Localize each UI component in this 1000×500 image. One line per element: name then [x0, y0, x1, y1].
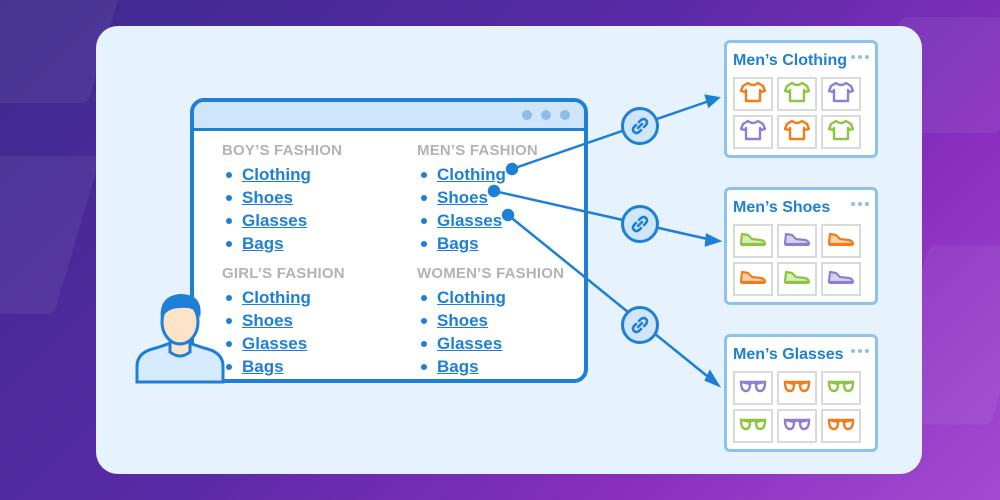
category-heading: BOY’S FASHION	[222, 142, 343, 159]
product-thumbnail[interactable]	[821, 115, 861, 149]
link-boys-bags[interactable]: Bags	[242, 234, 284, 253]
product-thumbnail[interactable]	[733, 371, 773, 405]
sneaker-icon	[827, 269, 855, 290]
product-thumbnail[interactable]	[821, 371, 861, 405]
window-dot	[541, 110, 551, 120]
product-thumbnail[interactable]	[821, 77, 861, 111]
product-thumbnail[interactable]	[777, 115, 817, 149]
glasses-icon	[783, 417, 811, 436]
sneaker-icon	[739, 269, 767, 290]
tshirt-icon	[827, 81, 855, 108]
panel-title: Men’s Shoes	[733, 199, 831, 216]
link-mens-clothing[interactable]: Clothing	[437, 165, 506, 184]
panel-title: Men’s Clothing	[733, 52, 848, 69]
list-item: Glasses	[417, 332, 584, 355]
chain-link-icon	[621, 205, 659, 243]
link-boys-glasses[interactable]: Glasses	[242, 211, 308, 230]
window-dot	[522, 110, 532, 120]
panel-mens-clothing: Men’s Clothing	[724, 40, 878, 158]
tshirt-icon	[739, 81, 767, 108]
link-boys-clothing[interactable]: Clothing	[242, 165, 311, 184]
product-thumbnail[interactable]	[821, 224, 861, 258]
list-item: Bags	[222, 355, 412, 378]
list-item: Shoes	[417, 309, 584, 332]
list-item: Bags	[417, 232, 584, 255]
panel-mens-glasses: Men’s Glasses	[724, 334, 878, 452]
category-boys: BOY’S FASHION Clothing Shoes Glasses Bag…	[222, 142, 412, 255]
glasses-icon	[739, 379, 767, 398]
tshirt-icon	[783, 81, 811, 108]
product-thumbnail[interactable]	[777, 262, 817, 296]
product-thumbnail[interactable]	[733, 262, 773, 296]
panel-window-dots	[848, 193, 869, 211]
list-item: Shoes	[417, 186, 584, 209]
link-girls-clothing[interactable]: Clothing	[242, 288, 311, 307]
category-heading: WOMEN’S FASHION	[417, 265, 565, 282]
tshirt-icon	[827, 119, 855, 146]
list-item: Glasses	[417, 209, 584, 232]
link-womens-bags[interactable]: Bags	[437, 357, 479, 376]
link-girls-shoes[interactable]: Shoes	[242, 311, 294, 330]
list-item: Bags	[417, 355, 584, 378]
product-grid	[727, 363, 875, 449]
link-womens-shoes[interactable]: Shoes	[437, 311, 489, 330]
link-mens-shoes[interactable]: Shoes	[437, 188, 489, 207]
product-grid	[727, 216, 875, 302]
panel-window-dots	[848, 340, 869, 358]
list-item: Glasses	[222, 209, 412, 232]
link-girls-bags[interactable]: Bags	[242, 357, 284, 376]
product-thumbnail[interactable]	[821, 262, 861, 296]
product-thumbnail[interactable]	[821, 409, 861, 443]
product-thumbnail[interactable]	[777, 77, 817, 111]
product-thumbnail[interactable]	[777, 371, 817, 405]
product-thumbnail[interactable]	[733, 409, 773, 443]
link-womens-clothing[interactable]: Clothing	[437, 288, 506, 307]
website-window: BOY’S FASHION Clothing Shoes Glasses Bag…	[190, 98, 588, 383]
category-womens: WOMEN’S FASHION Clothing Shoes Glasses B…	[417, 265, 584, 378]
panel-title: Men’s Glasses	[733, 346, 844, 363]
link-boys-shoes[interactable]: Shoes	[242, 188, 294, 207]
sneaker-icon	[783, 231, 811, 252]
chain-link-icon	[621, 107, 659, 145]
category-girls: GIRL’S FASHION Clothing Shoes Glasses Ba…	[222, 265, 412, 378]
product-grid	[727, 69, 875, 155]
glasses-icon	[827, 379, 855, 398]
tshirt-icon	[739, 119, 767, 146]
product-thumbnail[interactable]	[777, 224, 817, 258]
product-thumbnail[interactable]	[733, 115, 773, 149]
glasses-icon	[827, 417, 855, 436]
product-thumbnail[interactable]	[733, 77, 773, 111]
window-dot	[560, 110, 570, 120]
sneaker-icon	[739, 231, 767, 252]
glasses-icon	[739, 417, 767, 436]
product-thumbnail[interactable]	[733, 224, 773, 258]
list-item: Clothing	[222, 163, 412, 186]
link-girls-glasses[interactable]: Glasses	[242, 334, 308, 353]
panel-mens-shoes: Men’s Shoes	[724, 187, 878, 305]
list-item: Clothing	[417, 163, 584, 186]
link-womens-glasses[interactable]: Glasses	[437, 334, 503, 353]
list-item: Clothing	[417, 286, 584, 309]
panel-window-dots	[848, 46, 869, 64]
list-item: Clothing	[222, 286, 412, 309]
list-item: Shoes	[222, 309, 412, 332]
category-heading: GIRL’S FASHION	[222, 265, 345, 282]
product-thumbnail[interactable]	[777, 409, 817, 443]
list-item: Shoes	[222, 186, 412, 209]
list-item: Bags	[222, 232, 412, 255]
chain-link-icon	[621, 306, 659, 344]
category-heading: MEN’S FASHION	[417, 142, 538, 159]
glasses-icon	[783, 379, 811, 398]
link-mens-glasses[interactable]: Glasses	[437, 211, 503, 230]
user-icon	[134, 290, 226, 389]
sneaker-icon	[827, 231, 855, 252]
tshirt-icon	[783, 119, 811, 146]
sneaker-icon	[783, 269, 811, 290]
window-titlebar	[194, 102, 584, 131]
link-mens-bags[interactable]: Bags	[437, 234, 479, 253]
list-item: Glasses	[222, 332, 412, 355]
category-mens: MEN’S FASHION Clothing Shoes Glasses Bag…	[417, 142, 584, 255]
